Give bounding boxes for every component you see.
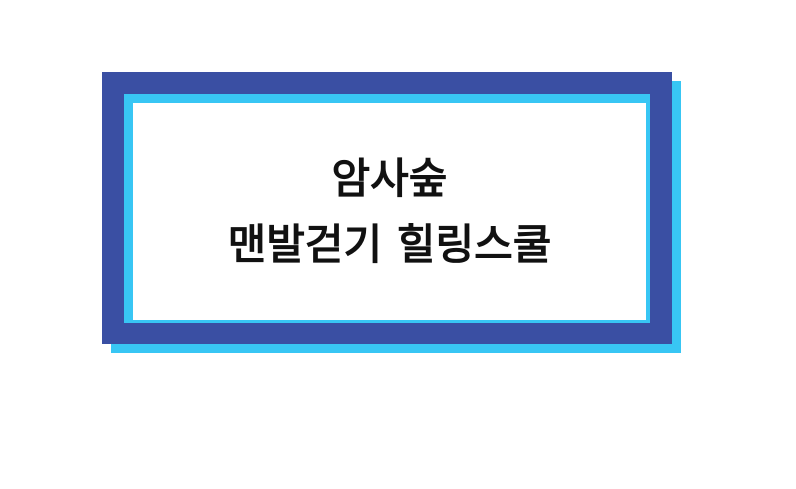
title-panel: 암사숲 맨발걷기 힐링스쿨 xyxy=(133,103,646,320)
title-line-1: 암사숲 xyxy=(331,153,448,203)
title-line-2: 맨발걷기 힐링스쿨 xyxy=(227,219,552,269)
